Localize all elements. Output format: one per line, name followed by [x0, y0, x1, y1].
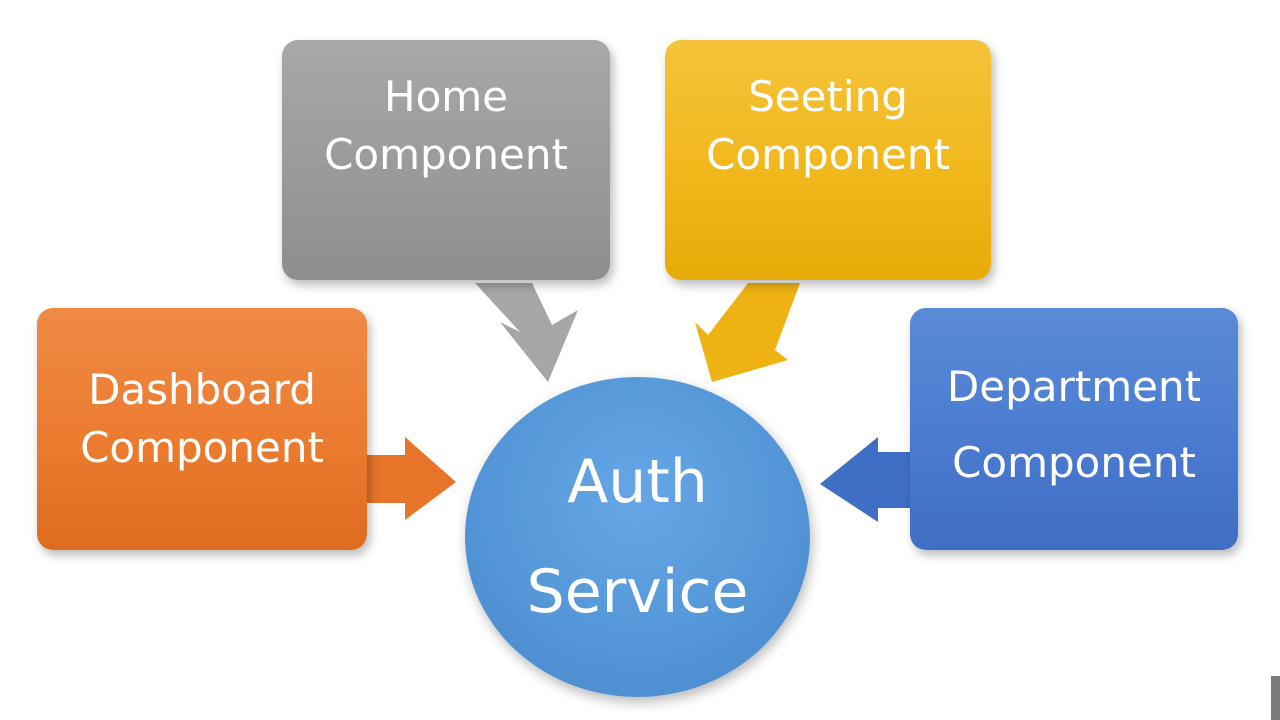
auth-service-node: Auth Service: [465, 377, 810, 697]
setting-node-line1: Seeting: [748, 72, 908, 121]
department-component-node: Department Component: [910, 308, 1238, 550]
auth-node-line1: Auth: [567, 447, 708, 517]
dashboard-node-line1: Dashboard: [88, 365, 316, 414]
arrow-dashboard-to-auth: [366, 437, 456, 520]
arrow-department-to-auth: [820, 437, 910, 522]
dashboard-node-line2: Component: [80, 423, 324, 472]
arrow-setting-to-auth: [695, 283, 800, 382]
auth-node-line2: Service: [526, 557, 749, 627]
arrow-home-to-auth: [475, 283, 578, 382]
department-node-line1: Department: [946, 362, 1202, 411]
department-node-line2: Component: [952, 438, 1196, 487]
edge-artifact: [1271, 676, 1280, 720]
dashboard-component-node: Dashboard Component: [37, 308, 367, 550]
setting-node-line2: Component: [706, 130, 950, 179]
home-component-node: Home Component: [282, 40, 610, 280]
home-node-line1: Home: [383, 72, 509, 121]
home-node-line2: Component: [324, 130, 568, 179]
setting-component-node: Seeting Component: [665, 40, 991, 280]
